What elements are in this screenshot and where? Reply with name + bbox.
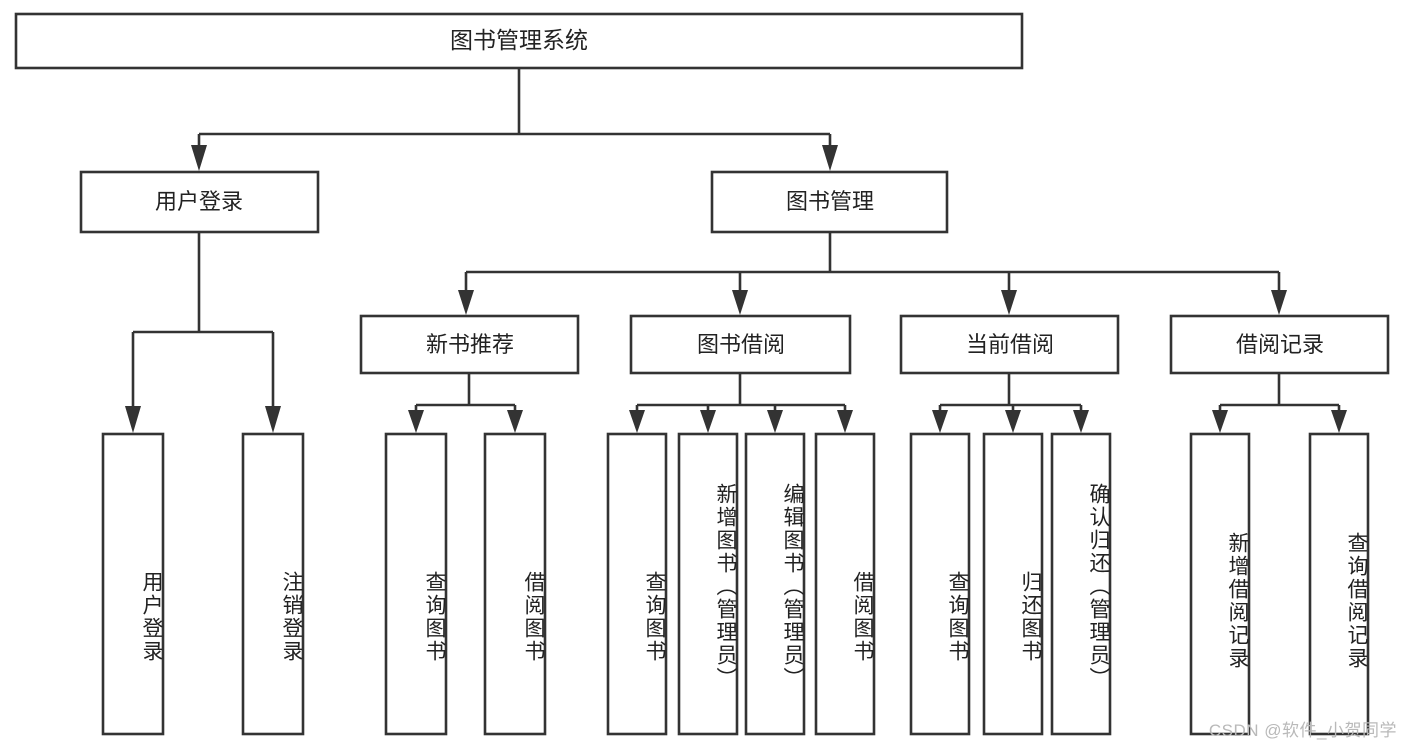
node-root[interactable]: 图书管理系统	[14, 12, 1024, 70]
node-root-label: 图书管理系统	[450, 27, 588, 53]
arrow-head-leaf-borrow-book	[837, 410, 853, 433]
leaf-box-query-book-recommend[interactable]	[384, 432, 448, 736]
arrow-head-leaf-confirm-return	[1073, 410, 1089, 433]
leaf-boxes-group	[101, 432, 1370, 736]
leaf-box-confirm-return[interactable]	[1050, 432, 1112, 736]
arrow-head-leaf-add-borrow-record	[1212, 410, 1228, 433]
node-current-borrow-label: 当前借阅	[966, 332, 1054, 357]
node-root-box[interactable]	[14, 12, 1024, 70]
connector-group-current-borrow	[932, 373, 1089, 433]
connector-group-book-borrow	[629, 373, 853, 433]
arrow-head-leaf-add-book	[700, 410, 716, 433]
arrow-head-current-borrow	[1001, 290, 1017, 315]
connector-group-book-management	[458, 232, 1287, 315]
node-new-book-recommend-label: 新书推荐	[426, 332, 514, 357]
arrow-head-user-login	[191, 145, 207, 171]
arrow-head-new-book-recommend	[458, 290, 474, 315]
node-book-borrow-label: 图书借阅	[697, 332, 785, 357]
leaf-box-add-book[interactable]	[677, 432, 739, 736]
node-new-book-recommend[interactable]: 新书推荐	[359, 314, 580, 375]
node-user-login-box[interactable]	[79, 170, 320, 234]
node-borrow-record-label: 借阅记录	[1236, 332, 1324, 357]
node-current-borrow-box[interactable]	[899, 314, 1120, 375]
leaf-box-query-book-current[interactable]	[909, 432, 971, 736]
node-new-book-recommend-box[interactable]	[359, 314, 580, 375]
connector-group-borrow-record	[1212, 373, 1347, 433]
arrow-head-borrow-record	[1271, 290, 1287, 315]
leaf-box-borrow-book-recommend[interactable]	[483, 432, 547, 736]
connector-group-user-login	[125, 232, 281, 433]
leaf-box-borrow-book[interactable]	[814, 432, 876, 736]
node-book-management-box[interactable]	[710, 170, 949, 234]
node-book-management[interactable]: 图书管理	[710, 170, 949, 234]
arrow-head-leaf-query-book-current	[932, 410, 948, 433]
arrow-head-leaf-user-login	[125, 406, 141, 433]
node-book-borrow-box[interactable]	[629, 314, 852, 375]
arrow-head-leaf-query-book-recommend	[408, 410, 424, 433]
leaf-box-add-borrow-record[interactable]	[1189, 432, 1251, 736]
arrow-head-leaf-return-book	[1005, 410, 1021, 433]
node-borrow-record-box[interactable]	[1169, 314, 1390, 375]
csdn-watermark: CSDN @软件_小贺同学	[1208, 721, 1397, 740]
leaf-box-query-book-borrow[interactable]	[606, 432, 668, 736]
node-book-management-label: 图书管理	[786, 189, 874, 214]
leaf-box-edit-book[interactable]	[744, 432, 806, 736]
leaf-box-return-book[interactable]	[982, 432, 1044, 736]
arrow-head-leaf-borrow-book-recommend	[507, 410, 523, 433]
arrow-head-book-borrow	[732, 290, 748, 315]
leaf-box-query-borrow-record[interactable]	[1308, 432, 1370, 736]
node-user-login[interactable]: 用户登录	[79, 170, 320, 234]
node-book-borrow[interactable]: 图书借阅	[629, 314, 852, 375]
connector-group-new-book-recommend	[408, 373, 523, 433]
node-current-borrow[interactable]: 当前借阅	[899, 314, 1120, 375]
connector-group-root	[191, 68, 838, 171]
arrow-head-leaf-edit-book	[767, 410, 783, 433]
arrow-head-book-management	[822, 145, 838, 171]
leaf-box-user-login[interactable]	[101, 432, 165, 736]
arrow-head-leaf-query-book-borrow	[629, 410, 645, 433]
node-borrow-record[interactable]: 借阅记录	[1169, 314, 1390, 375]
arrow-head-leaf-user-logout	[265, 406, 281, 433]
leaf-box-user-logout[interactable]	[241, 432, 305, 736]
node-user-login-label: 用户登录	[155, 189, 243, 214]
arrow-head-leaf-query-borrow-record	[1331, 410, 1347, 433]
